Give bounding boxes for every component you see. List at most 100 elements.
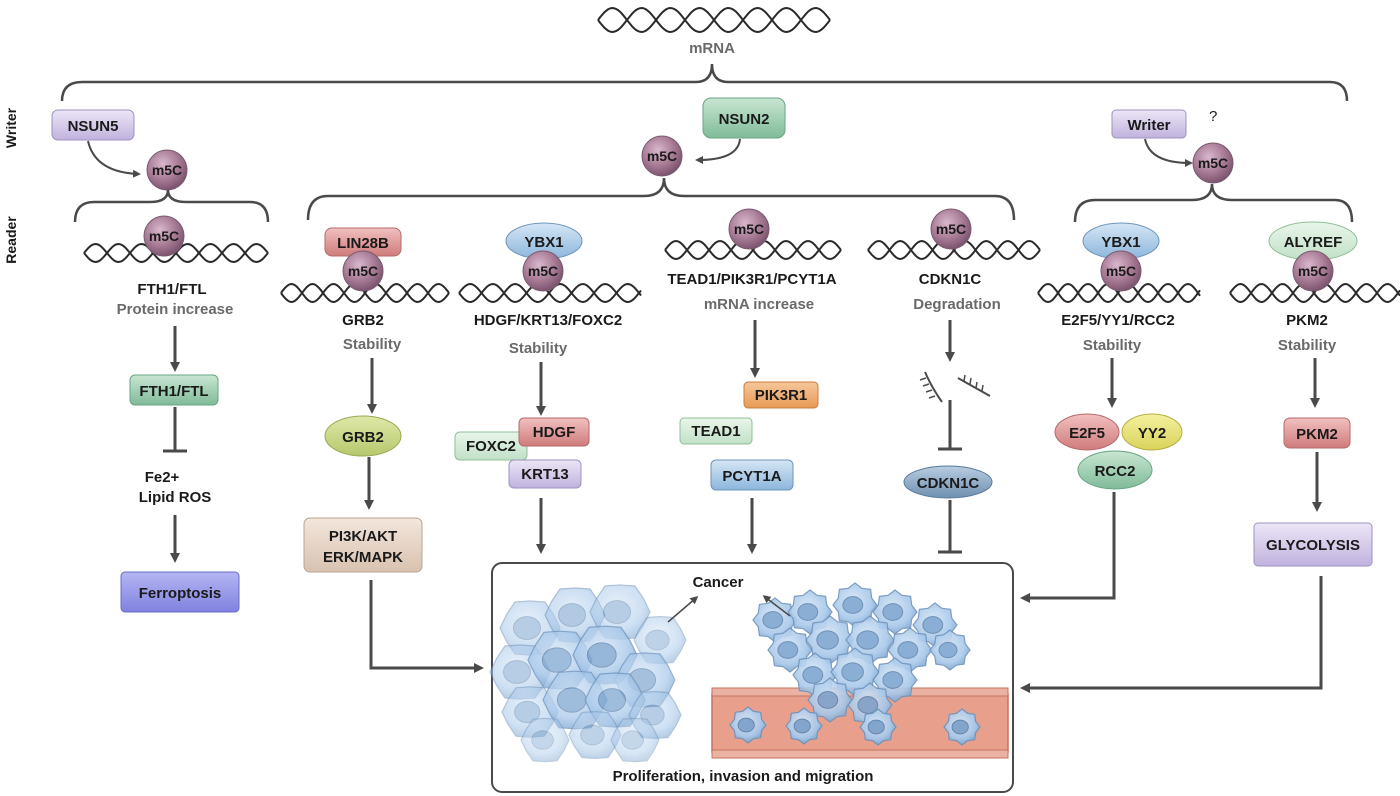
unknown-writer-mark: ?: [1209, 108, 1217, 125]
m5c-ball-c7: m5C: [1292, 250, 1334, 292]
c2-to-cancer-arrow: [369, 580, 484, 673]
tumor-cell: [633, 616, 687, 664]
svg-text:m5C: m5C: [528, 263, 558, 279]
bracket-c1: [73, 189, 270, 223]
c6-yy2-ellipse: YY2: [1121, 413, 1183, 451]
c6-gene-label: E2F5/YY1/RCC2: [1061, 312, 1174, 329]
c6-effect-label: Stability: [1083, 337, 1142, 354]
c3-effect-label: Stability: [509, 340, 568, 357]
svg-text:m5C: m5C: [1298, 263, 1328, 279]
svg-text:YBX1: YBX1: [524, 234, 563, 251]
c6-e2f5-ellipse: E2F5: [1054, 413, 1120, 451]
bracket-right: [1073, 183, 1354, 223]
glycolysis-box: GLYCOLYSIS: [1253, 522, 1373, 567]
c4-tead1-box: TEAD1: [679, 417, 753, 445]
tumor-cell: [729, 706, 767, 744]
svg-text:RCC2: RCC2: [1095, 463, 1136, 480]
m5c-ball-c3: m5C: [522, 250, 564, 292]
cancer-arrow-left: [667, 596, 699, 623]
mrna-label: mRNA: [689, 40, 735, 57]
helix-c3: [458, 282, 642, 304]
c2-grb2-ellipse: GRB2: [324, 415, 402, 457]
svg-text:YBX1: YBX1: [1101, 234, 1140, 251]
c5-cdkn1c-ellipse: CDKN1C: [903, 465, 993, 499]
svg-text:NSUN5: NSUN5: [68, 118, 119, 135]
svg-text:m5C: m5C: [647, 148, 677, 164]
helix-c5: [867, 239, 1041, 261]
mrna-helix-strands: [597, 6, 831, 34]
svg-text:m5C: m5C: [152, 162, 182, 178]
c3-foxc2-box: FOXC2: [454, 431, 528, 461]
svg-text:m5C: m5C: [734, 221, 764, 237]
c5-degraded-rna-fragments: [919, 371, 991, 403]
tumor-cell-cluster-right: [752, 582, 971, 728]
alyref-reader: ALYREF: [1268, 221, 1358, 261]
writer-side-label: Writer: [3, 107, 19, 148]
helix-c4: [664, 240, 842, 260]
tumor-cell: [520, 717, 570, 763]
svg-text:TEAD1: TEAD1: [691, 423, 740, 440]
m5c-ball-c2: m5C: [342, 250, 384, 292]
svg-text:E2F5: E2F5: [1069, 425, 1105, 442]
tumor-cell: [805, 615, 855, 665]
svg-text:FTH1/FTL: FTH1/FTL: [139, 383, 208, 400]
helix-c1: [83, 242, 269, 264]
c1-lipid-ros-label: Lipid ROS: [139, 489, 212, 506]
mrna-top-helix: [597, 6, 831, 34]
m5c-ball-nsun2: m5C: [641, 135, 683, 177]
c3-hdgf-box: HDGF: [518, 417, 590, 447]
c1-fth1-ftl-box: FTH1/FTL: [129, 374, 219, 406]
c4-pcyt1a-box: PCYT1A: [710, 459, 794, 491]
svg-text:m5C: m5C: [149, 228, 179, 244]
cancer-caption: Proliferation, invasion and migration: [613, 768, 874, 785]
ybx1-reader-c6: YBX1: [1082, 222, 1160, 260]
m5c-ball-nsun5: m5C: [146, 149, 188, 191]
cancer-label: Cancer: [693, 574, 744, 591]
nsun5-arrow: [87, 140, 141, 178]
tumor-cell: [610, 717, 660, 763]
m5c-ball-c5: m5C: [930, 208, 972, 250]
tumor-cell: [832, 582, 878, 628]
bracket-center: [306, 177, 1016, 221]
svg-text:KRT13: KRT13: [521, 466, 569, 483]
svg-text:PIK3R1: PIK3R1: [755, 387, 808, 404]
ferroptosis-box: Ferroptosis: [120, 571, 240, 613]
circulating-tumor-cells: [729, 706, 981, 746]
svg-text:NSUN2: NSUN2: [719, 111, 770, 128]
svg-text:Writer: Writer: [1127, 117, 1170, 134]
m5c-ball-unknown-writer: m5C: [1192, 142, 1234, 184]
c1-fe2-label: Fe2+: [145, 469, 180, 486]
svg-text:CDKN1C: CDKN1C: [917, 475, 980, 492]
m5c-ball-c6: m5C: [1100, 250, 1142, 292]
nsun5-writer: NSUN5: [51, 109, 135, 141]
svg-text:GLYCOLYSIS: GLYCOLYSIS: [1266, 537, 1360, 554]
nsun2-writer: NSUN2: [702, 97, 786, 139]
c1-gene-label: FTH1/FTL: [137, 281, 206, 298]
tumor-cell: [807, 677, 853, 723]
svg-text:Ferroptosis: Ferroptosis: [139, 585, 222, 602]
svg-text:m5C: m5C: [348, 263, 378, 279]
ybx1-reader-c3: YBX1: [505, 222, 583, 260]
svg-text:GRB2: GRB2: [342, 429, 384, 446]
tumor-cell: [943, 708, 981, 746]
c4-pik3r1-box: PIK3R1: [743, 381, 819, 409]
svg-text:m5C: m5C: [1198, 155, 1228, 171]
svg-text:m5C: m5C: [936, 221, 966, 237]
helix-c6: [1037, 282, 1201, 304]
unknown-writer-arrow: [1144, 138, 1193, 167]
c7-gene-label: PKM2: [1286, 312, 1328, 329]
tumor-cell: [568, 711, 622, 759]
unknown-writer: Writer: [1111, 109, 1187, 139]
svg-text:ALYREF: ALYREF: [1284, 234, 1343, 251]
svg-text:m5C: m5C: [1106, 263, 1136, 279]
tumor-cell: [859, 708, 897, 746]
c7-to-cancer-arrow: [1020, 576, 1323, 693]
reader-side-label: Reader: [3, 216, 19, 264]
c6-to-cancer-arrow: [1020, 492, 1116, 603]
c2-pathway-box: PI3K/AKT ERK/MAPK: [303, 517, 423, 573]
tumor-cell-cluster-left: [489, 584, 687, 763]
lin28b-reader: LIN28B: [324, 227, 402, 257]
m5c-ball-c1: m5C: [143, 215, 185, 257]
tumor-cell: [785, 707, 823, 745]
